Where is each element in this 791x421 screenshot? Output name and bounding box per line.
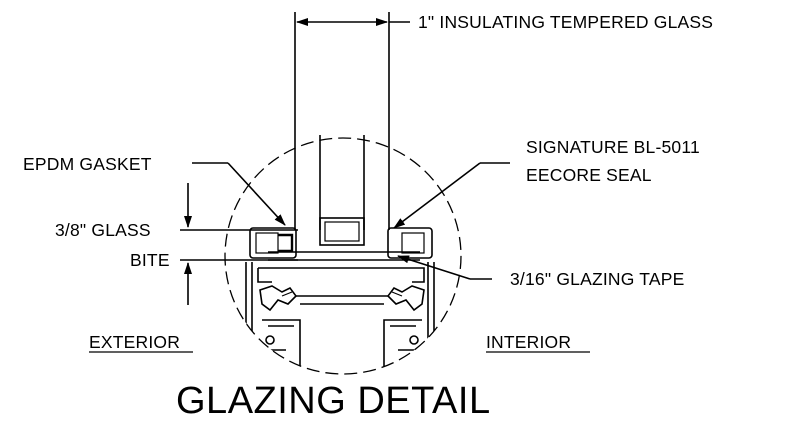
frame-profile <box>245 227 435 374</box>
drawing-title: GLAZING DETAIL <box>176 380 491 421</box>
gasket-leader <box>192 162 286 226</box>
insulating-glass-unit <box>294 12 390 246</box>
seal-leader <box>393 162 510 229</box>
gasket-label: EPDM GASKET <box>23 154 152 174</box>
tape-label: 3/16" GLAZING TAPE <box>510 269 685 289</box>
glass-label: 1" INSULATING TEMPERED GLASS <box>418 12 713 32</box>
exterior-label: EXTERIOR <box>89 332 180 352</box>
detail-callout-circle <box>224 137 462 375</box>
bite-label-line1: 3/8" GLASS <box>55 220 151 240</box>
tape-leader <box>397 255 492 280</box>
interior-label: INTERIOR <box>486 332 571 352</box>
bite-label-line2: BITE <box>130 250 170 270</box>
seal-label-line1: SIGNATURE BL-5011 <box>526 137 700 157</box>
glass-spacer <box>319 217 365 246</box>
bite-dimension <box>180 183 298 305</box>
seal-label-line2: EECORE SEAL <box>526 165 652 185</box>
